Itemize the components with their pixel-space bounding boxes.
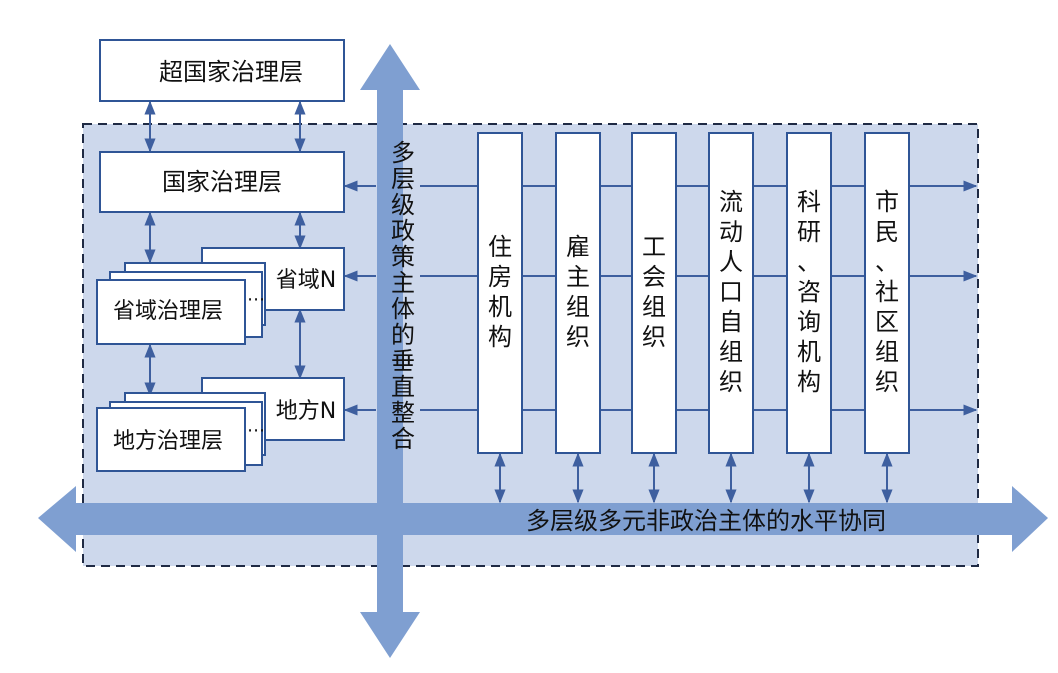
supranational-layer-box (99, 39, 345, 102)
vertical-axis-arrow (360, 44, 420, 658)
actor-rect (708, 132, 754, 454)
actor-box: 流动人口自组织 (708, 132, 754, 504)
actor-label: 工会组织 (642, 233, 666, 351)
vertical-axis-text: 多层级政策主体的垂直整合 (391, 139, 415, 453)
actor-rect (631, 132, 677, 454)
actor-rect (864, 132, 910, 454)
provincial-layer-stack (96, 247, 345, 345)
actor-label: 流动人口自组织 (719, 188, 743, 396)
local-n-label: 地方N (276, 399, 336, 424)
actor-box: 科研、咨询机构 (786, 132, 832, 504)
actor-label: 雇主组织 (566, 233, 590, 351)
local-ellipsis: ⋯ (247, 420, 265, 441)
actor-box: 住房机构 (477, 132, 523, 504)
actor-box: 市民、社区组织 (864, 132, 910, 504)
horizontal-axis-arrow (38, 486, 1048, 552)
supranational-layer-label: 超国家治理层 (159, 58, 303, 86)
actor-box: 工会组织 (631, 132, 677, 504)
actor-box: 雇主组织 (555, 132, 601, 504)
non-political-actors: 住房机构 雇主组织 工会组织 流动人口自组织 科研、咨询机构 市民、社区组织 (477, 132, 910, 504)
actor-rect (555, 132, 601, 454)
national-layer-box (99, 151, 345, 213)
horizontal-axis-label: 多层级多元非政治主体的水平协同 (526, 507, 886, 535)
local-layer-label: 地方治理层 (113, 429, 223, 454)
layer-connectors (144, 100, 306, 397)
provincial-layer-label: 省域治理层 (113, 299, 223, 324)
provincial-n-label: 省域N (276, 268, 336, 293)
actor-label: 住房机构 (488, 233, 512, 351)
provincial-ellipsis: ⋯ (247, 289, 265, 310)
national-layer-label: 国家治理层 (162, 168, 282, 196)
actor-label: 市民、社区组织 (875, 188, 899, 396)
local-layer-stack (96, 377, 345, 472)
actor-label: 科研、咨询机构 (797, 188, 821, 396)
vertical-axis-label: 多层级政策主体的垂直整合 (391, 139, 415, 453)
actor-rect (477, 132, 523, 454)
actor-rect (786, 132, 832, 454)
